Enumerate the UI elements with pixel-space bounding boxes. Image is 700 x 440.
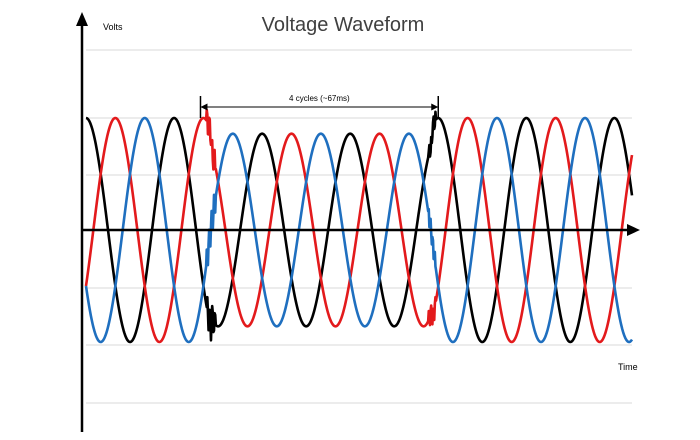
cycle-annotation: 4 cycles (~67ms)	[199, 94, 440, 118]
waveform-series-3	[84, 116, 634, 344]
chart-title: Voltage Waveform	[262, 14, 425, 36]
y-axis-arrowhead	[76, 12, 88, 26]
x-axis-arrowhead	[627, 224, 640, 236]
waveform-series-2	[84, 108, 634, 344]
annotation-label: 4 cycles (~67ms)	[289, 94, 350, 103]
axes	[76, 12, 640, 432]
y-axis-label: Volts	[103, 22, 123, 32]
series-group	[84, 108, 634, 344]
annotation-left-arrowhead	[200, 103, 208, 111]
annotation-right-arrowhead	[431, 103, 439, 111]
x-axis-label: Time	[618, 362, 638, 372]
